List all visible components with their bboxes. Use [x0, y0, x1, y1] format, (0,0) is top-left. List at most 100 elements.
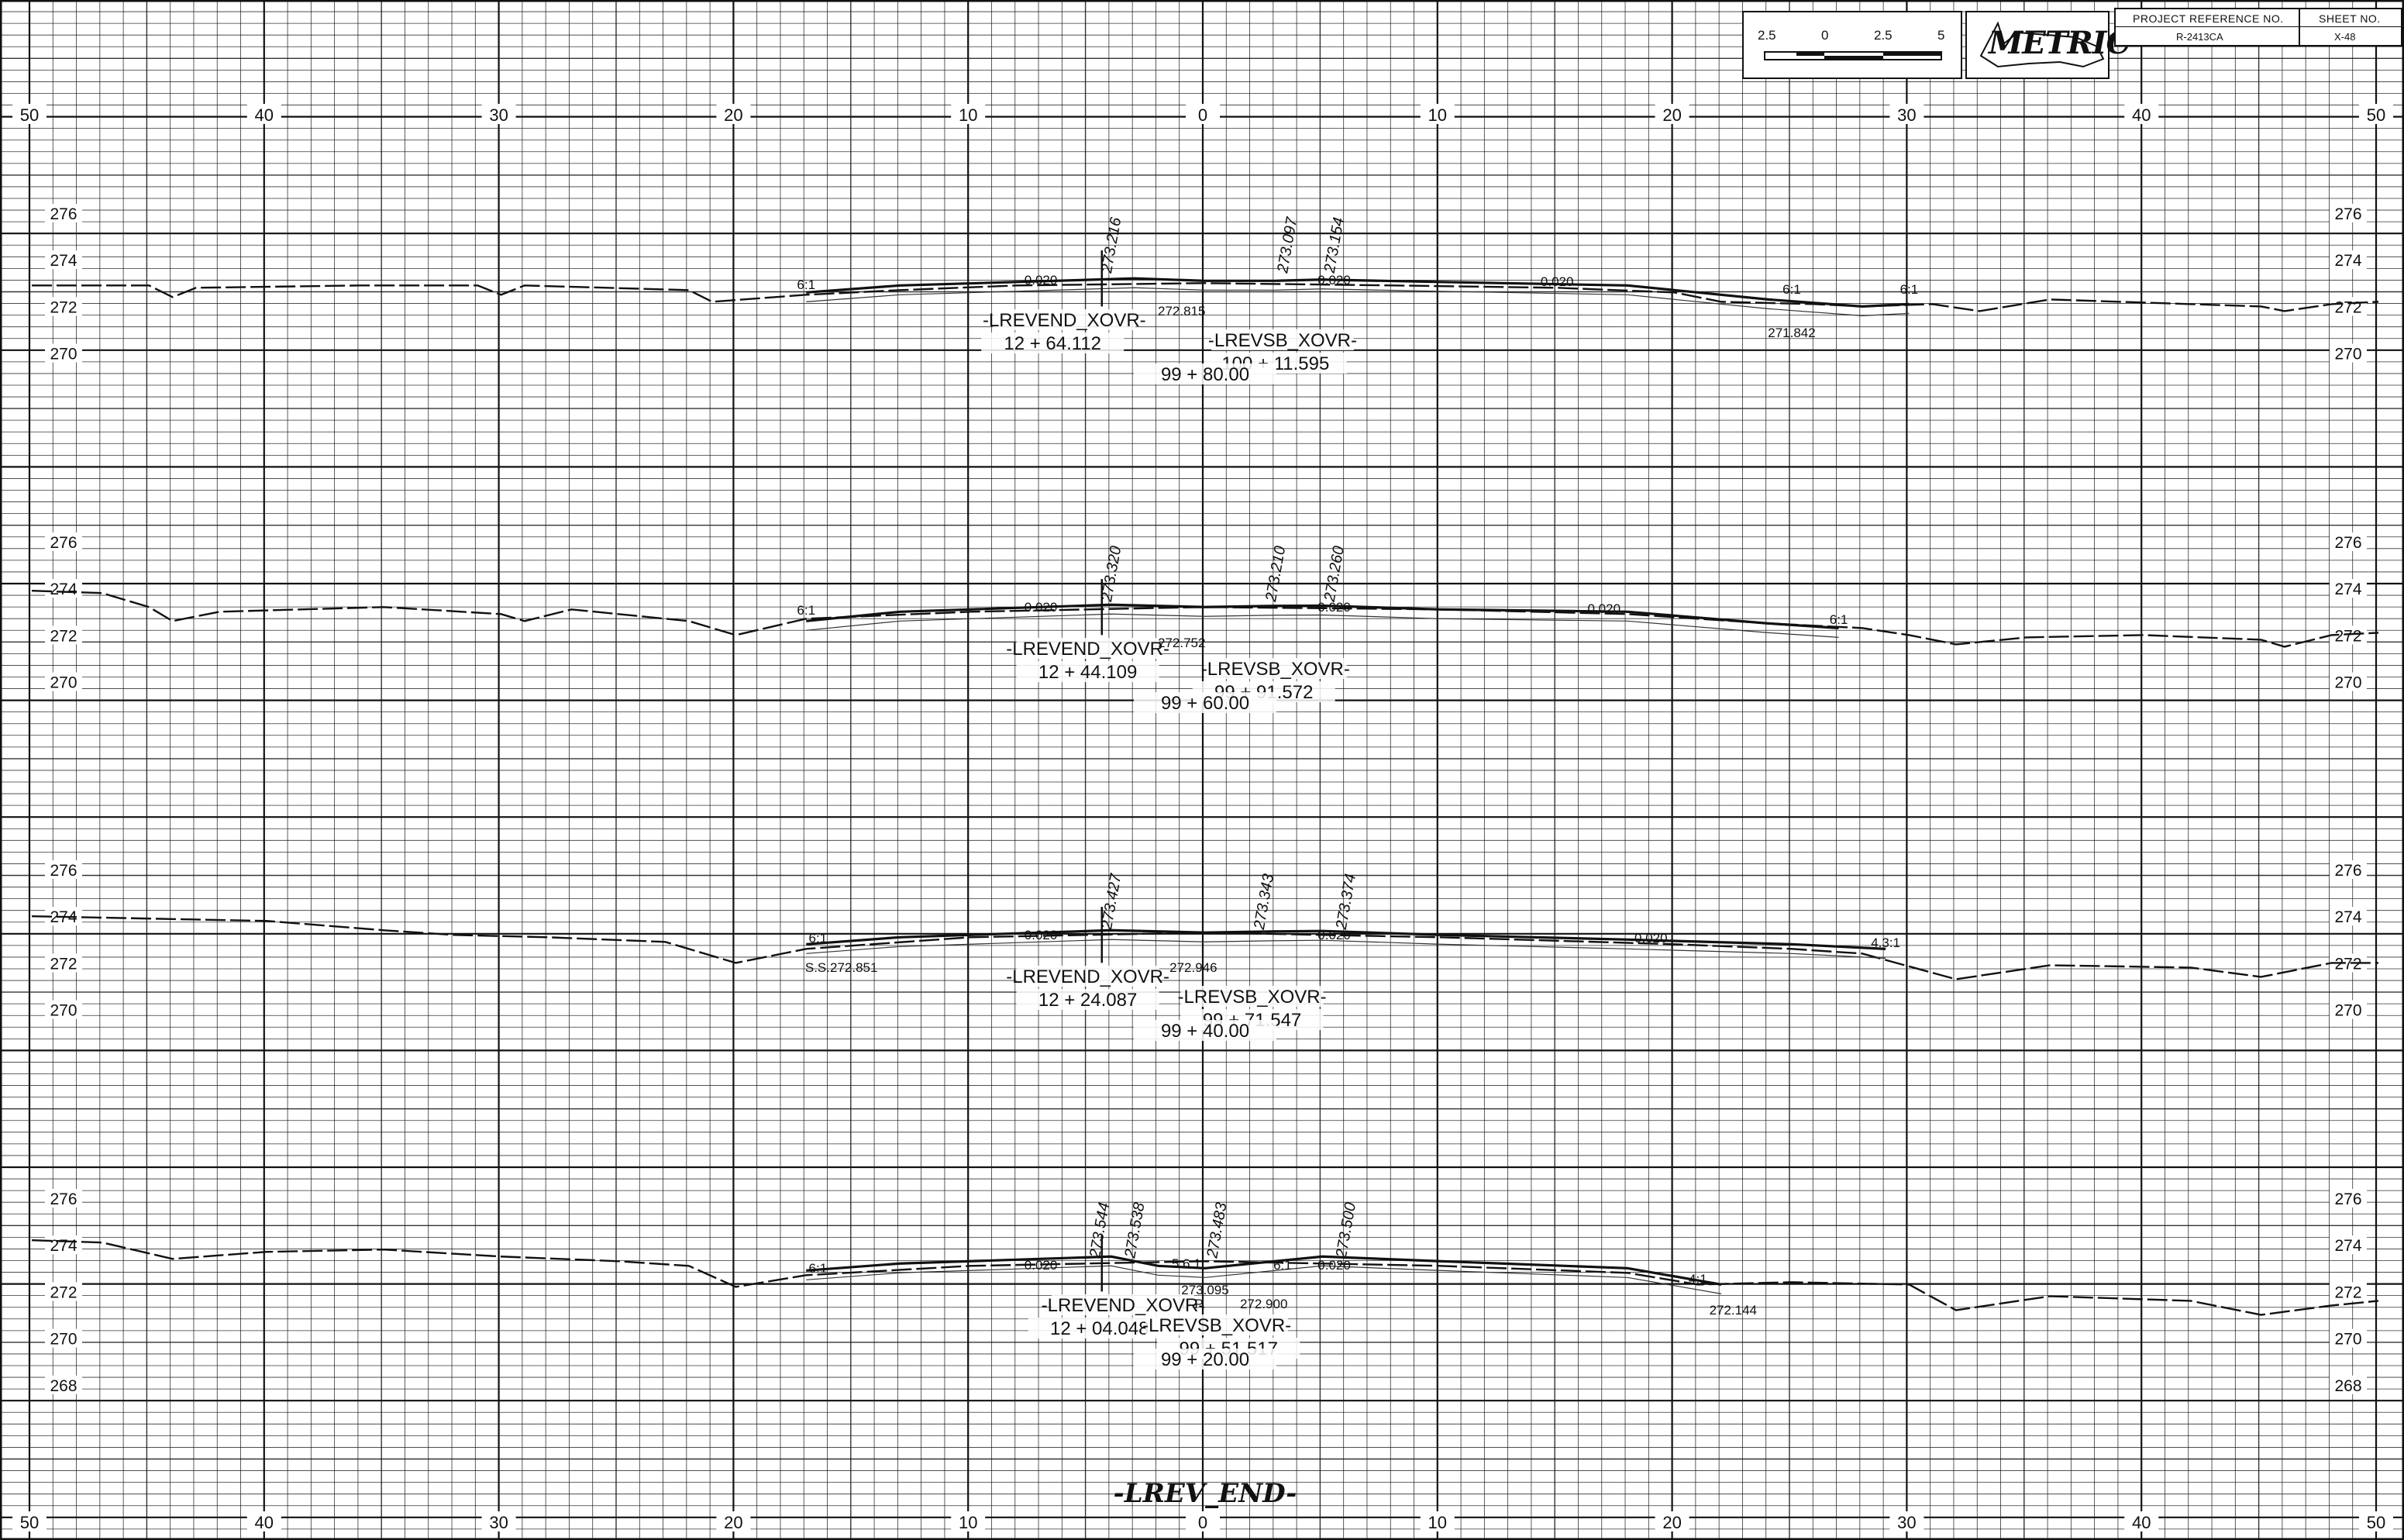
- grade-annotation: 6:1: [1782, 282, 1801, 297]
- existing-ground-line: [31, 1239, 2379, 1316]
- grade-annotation: 0.020: [1025, 273, 1058, 288]
- design-grade-line: [806, 603, 1839, 629]
- design-grade-line: [806, 277, 1910, 308]
- station-label: 99 + 40.00: [1161, 1021, 1249, 1042]
- offset-axis-label: 10: [959, 105, 977, 125]
- grade-annotation: S.S.272.851: [805, 960, 878, 975]
- elevation-label: 270: [2334, 1002, 2361, 1020]
- offset-axis-label: 0: [1198, 105, 1207, 125]
- elevation-label: 276: [2334, 862, 2361, 880]
- grade-annotation: 0.020: [1025, 600, 1058, 615]
- elevation-label: 274: [50, 1237, 77, 1255]
- elevation-label: 276: [50, 1190, 77, 1208]
- grade-annotation: 0.020: [1317, 928, 1351, 942]
- elevation-label: 270: [50, 674, 77, 692]
- grade-annotation: 0.020: [1025, 928, 1058, 942]
- elevation-label: 272: [50, 298, 77, 316]
- elevation-label: 270: [2334, 346, 2361, 363]
- elevation-label: 270: [2334, 1331, 2361, 1349]
- elevation-label: 274: [50, 581, 77, 598]
- elevation-label: 274: [2334, 581, 2361, 598]
- offset-axis-label: 0: [1198, 1513, 1207, 1532]
- offset-axis-label: 20: [724, 105, 742, 125]
- grade-annotation: 272.815: [1158, 304, 1205, 319]
- offset-axis-label: 10: [1428, 105, 1447, 125]
- elevation-label: 270: [50, 1331, 77, 1349]
- station-label: -LREVEND_XOVR-: [1006, 966, 1169, 987]
- scale-bar: [1764, 51, 1942, 60]
- grade-annotation: 0.020: [1025, 1258, 1058, 1273]
- offset-axis-label: 10: [959, 1513, 977, 1532]
- state-outline-icon: [1979, 21, 2105, 68]
- grade-annotation: 0.020: [1317, 1258, 1351, 1273]
- elevation-label: 270: [50, 1002, 77, 1020]
- grade-annotation: 272.144: [1710, 1303, 1757, 1318]
- elevation-label: 274: [50, 252, 77, 270]
- offset-axis-label: 10: [1428, 1513, 1447, 1532]
- offset-axis-label: 30: [1897, 105, 1916, 125]
- elevation-label: 272: [2334, 298, 2361, 316]
- station-label: -LREVSB_XOVR-: [1178, 987, 1327, 1008]
- elevation-label: 268: [2334, 1377, 2361, 1395]
- elevation-label: 276: [50, 862, 77, 880]
- project-reference-block: PROJECT REFERENCE NO. R-2413CA SHEET NO.…: [2114, 8, 2402, 47]
- elevation-label: 276: [2334, 534, 2361, 552]
- grade-annotation: 0.020: [1587, 601, 1620, 616]
- offset-axis-label: 50: [20, 1513, 39, 1532]
- axis-labels: 5050404030302020101000101020203030404050…: [12, 104, 2393, 1532]
- scale-label: 2.5: [1758, 28, 1776, 43]
- existing-ground-line: [32, 282, 2379, 312]
- grade-annotation: 0.020: [1634, 931, 1668, 946]
- station-label: 99 + 60.00: [1161, 693, 1249, 714]
- logo-text: METRIC: [1989, 25, 2130, 61]
- offset-axis-label: 40: [255, 1513, 274, 1532]
- station-label: -LREVEND_XOVR-: [983, 310, 1146, 331]
- elevation-label: 274: [2334, 1237, 2361, 1255]
- subgrade-line: [806, 613, 1839, 638]
- existing-ground-line: [31, 915, 2378, 980]
- grade-annotation: 6:1: [1830, 612, 1848, 627]
- metric-logo: METRIC: [1965, 11, 2130, 79]
- elevation-label: 272: [2334, 1283, 2361, 1301]
- offset-axis-label: 50: [2367, 1513, 2385, 1532]
- offset-axis-label: 20: [724, 1513, 742, 1532]
- scale-label: 0: [1821, 28, 1829, 43]
- offset-axis-label: 30: [489, 1513, 508, 1532]
- grade-annotation: 6:1: [1900, 282, 1919, 297]
- grade-annotation: 272.900: [1240, 1297, 1287, 1311]
- design-grade-line: [806, 928, 1886, 950]
- grade-annotation: 6:1: [797, 603, 815, 618]
- grade-annotation: 4.3:1: [1871, 935, 1900, 950]
- offset-axis-label: 40: [2132, 105, 2151, 125]
- offset-axis-label: 50: [20, 105, 39, 125]
- project-reference-label: PROJECT REFERENCE NO.: [2133, 12, 2284, 25]
- station-label: 12 + 44.109: [1038, 662, 1137, 683]
- station-label: 99 + 80.00: [1161, 364, 1249, 385]
- grade-annotation: 6:1: [809, 1261, 828, 1276]
- elevation-label: 274: [2334, 252, 2361, 270]
- elevation-label: 270: [50, 346, 77, 363]
- station-label: -LREVSB_XOVR-: [1208, 330, 1357, 351]
- subgrade-line: [806, 287, 1910, 317]
- grade-annotation: 5.6:1: [1172, 1256, 1201, 1271]
- station-label: -LREVSB_XOVR-: [1142, 1315, 1291, 1336]
- station-label: 12 + 04.048: [1050, 1318, 1149, 1339]
- offset-axis-label: 20: [1662, 1513, 1681, 1532]
- offset-axis-label: 40: [2132, 1513, 2151, 1532]
- offset-axis-label: 30: [489, 105, 508, 125]
- project-reference-value: R-2413CA: [2176, 31, 2223, 43]
- offset-axis-label: 30: [1897, 1513, 1916, 1532]
- sheet-number-label: SHEET NO.: [2319, 12, 2381, 25]
- grade-annotation: 0.020: [1317, 273, 1351, 288]
- grade-annotation: 0.020: [1541, 274, 1574, 289]
- scale-label: 2.5: [1874, 28, 1893, 43]
- elevation-label: 274: [2334, 908, 2361, 926]
- grade-annotation: 6:1: [797, 277, 815, 292]
- scale-bar-block: 2.5 0 2.5 5: [1742, 11, 1962, 79]
- grade-annotation: 271.842: [1768, 326, 1815, 340]
- offset-axis-label: 50: [2367, 105, 2385, 125]
- station-label: 12 + 64.112: [1004, 333, 1101, 354]
